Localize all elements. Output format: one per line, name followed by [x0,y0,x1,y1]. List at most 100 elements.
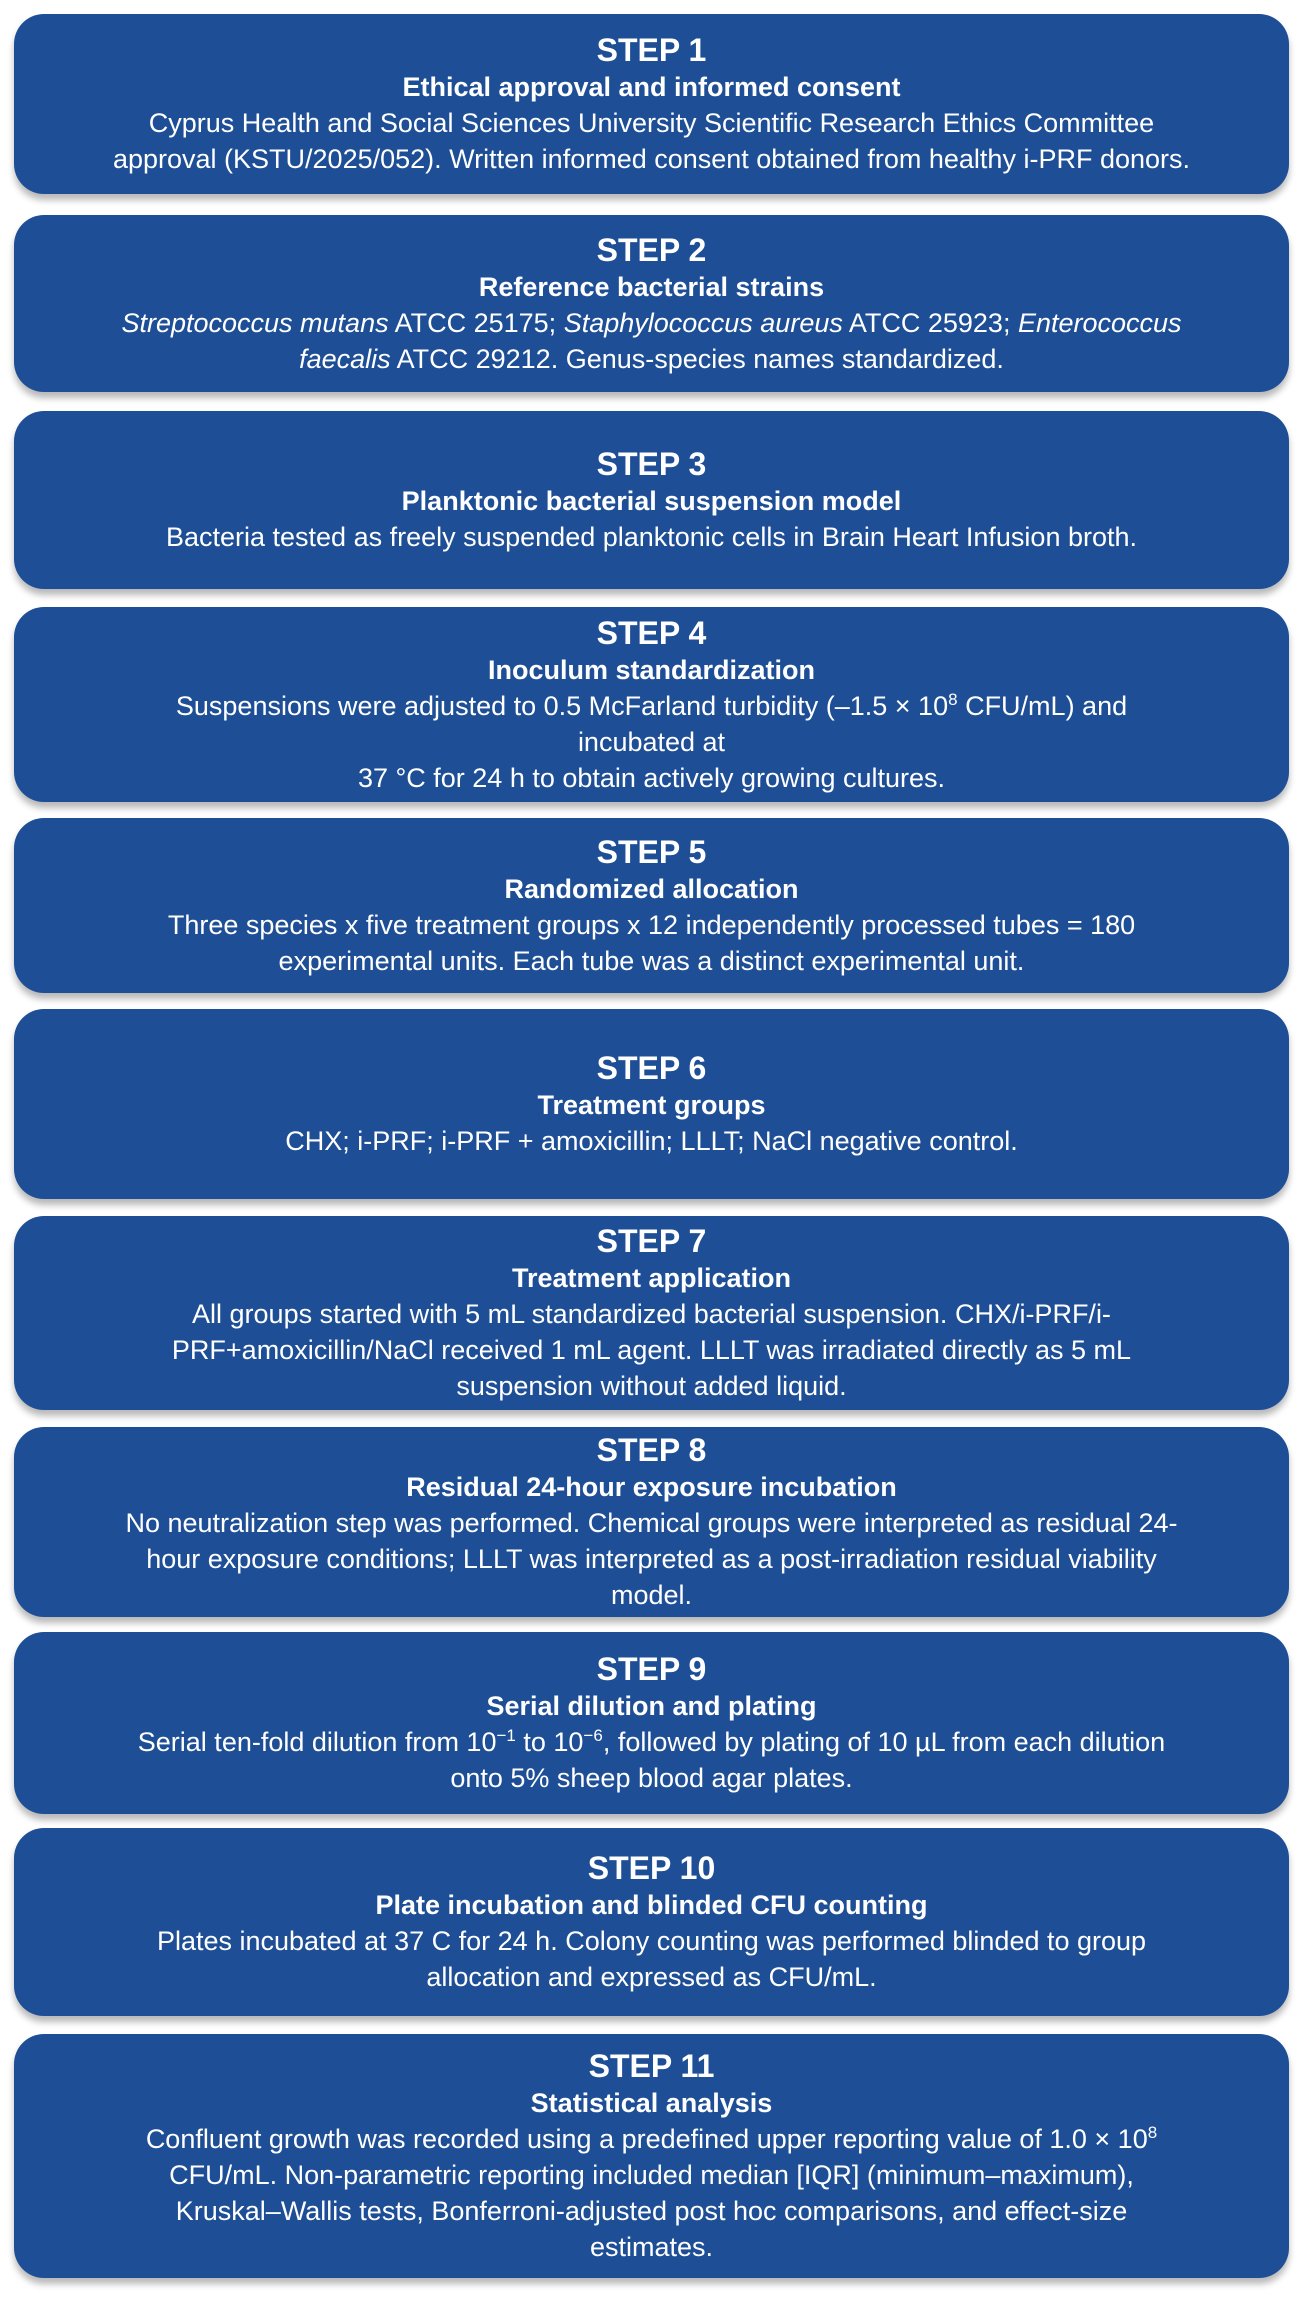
step-title: Inoculum standardization [487,654,816,685]
description-text: incubated at [577,726,726,757]
step-title: Plate incubation and blinded CFU countin… [375,1890,928,1920]
description-text: hour exposure conditions; LLLT was inter… [146,1544,1157,1574]
step-description: Suspensions were adjusted to 0.5 McFarla… [176,688,1127,796]
step-label: STEP 3 [596,446,707,482]
step-label: STEP 2 [596,231,707,268]
step-title: Ethical approval and informed consent [402,72,901,102]
step-title: Residual 24-hour exposure incubation [406,1472,897,1502]
step-label: STEP 11 [588,2048,715,2084]
step-label: STEP 10 [587,1850,716,1886]
superscript: −1 [496,1726,516,1745]
description-line: Suspensions were adjusted to 0.5 McFarla… [176,688,1127,724]
step-title: Reference bacterial strains [478,271,825,302]
step-title: Randomized allocation [504,873,799,904]
description-text: PRF+amoxicillin/NaCl received 1 mL agent… [171,1335,1132,1365]
step-title: Serial dilution and plating [486,1691,817,1721]
description-line: estimates. [146,2229,1157,2265]
description-text: CFU/mL) and [957,690,1128,721]
step-label: STEP 8 [596,1432,707,1468]
description-line: 37 °C for 24 h to obtain actively growin… [176,760,1127,796]
step-description: Confluent growth was recorded using a pr… [146,2121,1157,2265]
step-description: Bacteria tested as freely suspended plan… [166,519,1137,555]
description-text: ATCC 25175; [388,307,564,338]
description-line: Serial ten-fold dilution from 10−1 to 10… [138,1724,1165,1760]
description-line: All groups started with 5 mL standardize… [172,1296,1131,1332]
description-text: Plates incubated at 37 C for 24 h. Colon… [156,1926,1147,1956]
step-description: All groups started with 5 mL standardize… [172,1296,1131,1404]
description-line: Plates incubated at 37 C for 24 h. Colon… [157,1923,1146,1959]
step-description: CHX; i-PRF; i-PRF + amoxicillin; LLLT; N… [285,1123,1017,1159]
description-text: Suspensions were adjusted to 0.5 McFarla… [175,690,949,721]
description-line: CHX; i-PRF; i-PRF + amoxicillin; LLLT; N… [285,1123,1017,1159]
description-text: Serial ten-fold dilution from 10 [137,1727,497,1757]
description-text: CFU/mL. Non-parametric reporting include… [169,2160,1134,2190]
description-text: model. [610,1580,693,1610]
superscript: −6 [583,1726,603,1745]
description-line: Three species x five treatment groups x … [168,907,1135,943]
step-description: Cyprus Health and Social Sciences Univer… [113,105,1190,177]
description-text: All groups started with 5 mL standardize… [192,1299,1111,1329]
description-text: 37 °C for 24 h to obtain actively growin… [357,762,946,793]
step-label: STEP 1 [596,32,707,68]
description-line: approval (KSTU/2025/052). Written inform… [113,141,1190,177]
description-text: estimates. [589,2232,714,2262]
description-text: Cyprus Health and Social Sciences Univer… [148,108,1155,138]
description-line: Kruskal–Wallis tests, Bonferroni-adjuste… [146,2193,1157,2229]
description-line: incubated at [176,724,1127,760]
step-description: Serial ten-fold dilution from 10−1 to 10… [138,1724,1165,1796]
species-name: Staphylococcus aureus [563,307,843,338]
description-line: experimental units. Each tube was a dist… [168,943,1135,979]
description-text: experimental units. Each tube was a dist… [278,945,1025,976]
description-text: CHX; i-PRF; i-PRF + amoxicillin; LLLT; N… [285,1126,1018,1156]
description-text: Kruskal–Wallis tests, Bonferroni-adjuste… [175,2196,1128,2226]
step-description: Streptococcus mutans ATCC 25175; Staphyl… [121,305,1181,377]
description-text: No neutralization step was performed. Ch… [125,1508,1178,1538]
step-title: Treatment groups [537,1090,766,1120]
description-line: Confluent growth was recorded using a pr… [146,2121,1157,2157]
step-title: Planktonic bacterial suspension model [401,486,902,516]
description-text: suspension without added liquid. [456,1371,847,1401]
description-text: onto 5% sheep blood agar plates. [450,1763,853,1793]
step-box-1: STEP 1 Ethical approval and informed cons… [14,14,1289,194]
step-title: Statistical analysis [530,2088,773,2118]
description-text: ATCC 25923; [842,307,1018,338]
superscript: 8 [948,689,958,709]
step-description: Three species x five treatment groups x … [168,907,1135,979]
description-text: ATCC 29212. Genus-species names standard… [390,343,1004,374]
step-label: STEP 7 [596,1223,707,1259]
species-name: Streptococcus mutans [121,307,389,338]
description-text: allocation and expressed as CFU/mL. [426,1962,877,1992]
description-line: Cyprus Health and Social Sciences Univer… [113,105,1190,141]
description-line: Bacteria tested as freely suspended plan… [166,519,1137,555]
step-box-8: STEP 8 Residual 24-hour exposure incubati… [14,1427,1289,1617]
description-line: onto 5% sheep blood agar plates. [138,1760,1165,1796]
step-description: Plates incubated at 37 C for 24 h. Colon… [157,1923,1146,1995]
description-line: suspension without added liquid. [172,1368,1131,1404]
step-box-3: STEP 3 Planktonic bacterial suspension mo… [14,411,1289,589]
description-line: PRF+amoxicillin/NaCl received 1 mL agent… [172,1332,1131,1368]
description-text: approval (KSTU/2025/052). Written inform… [112,144,1191,174]
description-line: Streptococcus mutans ATCC 25175; Staphyl… [121,305,1181,341]
description-text: to 10 [515,1727,584,1757]
step-description: No neutralization step was performed. Ch… [125,1505,1177,1613]
description-line: hour exposure conditions; LLLT was inter… [125,1541,1177,1577]
step-title: Treatment application [511,1263,792,1293]
step-label: STEP 4 [596,614,707,651]
description-text: , followed by plating of 10 µL from each… [602,1727,1166,1757]
description-line: allocation and expressed as CFU/mL. [157,1959,1146,1995]
description-line: faecalis ATCC 29212. Genus-species names… [121,341,1181,377]
step-box-10: STEP 10 Plate incubation and blinded CFU … [14,1828,1289,2016]
description-text: Three species x five treatment groups x … [167,909,1136,940]
species-name: Enterococcus [1017,307,1182,338]
step-label: STEP 5 [596,833,707,870]
step-label: STEP 6 [596,1050,707,1086]
description-text: Confluent growth was recorded using a pr… [145,2124,1148,2154]
description-line: No neutralization step was performed. Ch… [125,1505,1177,1541]
